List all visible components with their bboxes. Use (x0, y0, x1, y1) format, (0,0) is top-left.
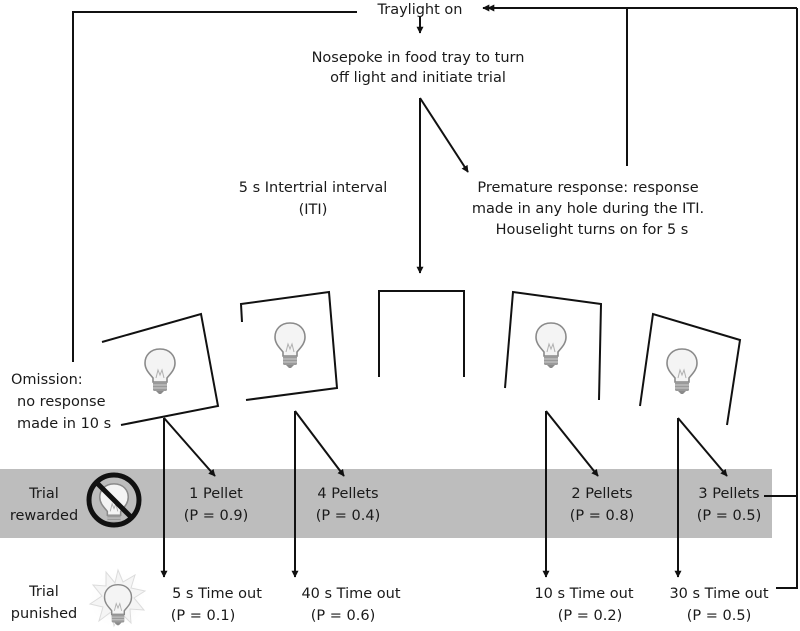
hole1-timeout: 5 s Time out (172, 586, 262, 602)
punished-label-line1: Trial (28, 584, 59, 600)
hole1-reward: 1 Pellet (189, 486, 243, 502)
nosepoke-label-line1: Nosepoke in food tray to turn (312, 50, 525, 66)
loop-omission-to-traylight (72, 11, 357, 362)
light-bulb-icon (666, 348, 698, 395)
light-bulb-glowing-icon (88, 568, 148, 630)
light-bulb-icon (144, 348, 176, 395)
hole4-reward-probability: (P = 0.5) (697, 508, 762, 524)
aperture-3 (504, 290, 603, 401)
loop-premature-to-traylight (482, 4, 628, 166)
arrow-premature-response (419, 97, 469, 173)
arrow-hole4-reward (677, 417, 728, 477)
traylight-label: Traylight on (377, 2, 463, 18)
punished-label-line2: punished (11, 606, 77, 622)
premature-label-line1: Premature response: response (477, 180, 698, 196)
hole4-reward: 3 Pellets (698, 486, 759, 502)
omission-label-line2: no response (17, 394, 106, 410)
iti-label-line1: 5 s Intertrial interval (239, 180, 388, 196)
light-bulb-icon (535, 322, 567, 369)
hole4-timeout: 30 s Time out (669, 586, 768, 602)
arrow-hole2-reward (294, 410, 345, 477)
hole1-timeout-probability: (P = 0.1) (171, 608, 236, 624)
hole2-timeout: 40 s Time out (301, 586, 400, 602)
arrow-hole1-reward (163, 417, 216, 477)
hole3-timeout: 10 s Time out (534, 586, 633, 602)
hole2-timeout-probability: (P = 0.6) (311, 608, 376, 624)
iti-label-line2: (ITI) (299, 202, 328, 218)
nosepoke-label-line2: off light and initiate trial (330, 70, 506, 86)
hole2-reward: 4 Pellets (317, 486, 378, 502)
hole3-timeout-probability: (P = 0.2) (558, 608, 623, 624)
arrow-hole3-reward (545, 410, 599, 477)
premature-label-line2: made in any hole during the ITI. (472, 201, 704, 217)
hole3-reward-probability: (P = 0.8) (570, 508, 635, 524)
premature-label-line3: Houselight turns on for 5 s (496, 222, 689, 238)
hole3-reward: 2 Pellets (571, 486, 632, 502)
loop-outcome-to-traylight (764, 495, 798, 589)
omission-label-line1: Omission: (11, 372, 83, 388)
hole2-reward-probability: (P = 0.4) (316, 508, 381, 524)
light-bulb-icon (274, 322, 306, 369)
rewarded-label-line2: rewarded (10, 508, 78, 524)
hole4-timeout-probability: (P = 0.5) (687, 608, 752, 624)
aperture-2 (239, 290, 339, 401)
omission-label-line3: made in 10 s (17, 416, 111, 432)
aperture-center-food-tray (378, 290, 465, 377)
hole1-reward-probability: (P = 0.9) (184, 508, 249, 524)
aperture-1 (101, 312, 220, 426)
aperture-4 (639, 312, 742, 426)
rewarded-label-line1: Trial (28, 486, 59, 502)
no-light-icon (86, 472, 142, 528)
